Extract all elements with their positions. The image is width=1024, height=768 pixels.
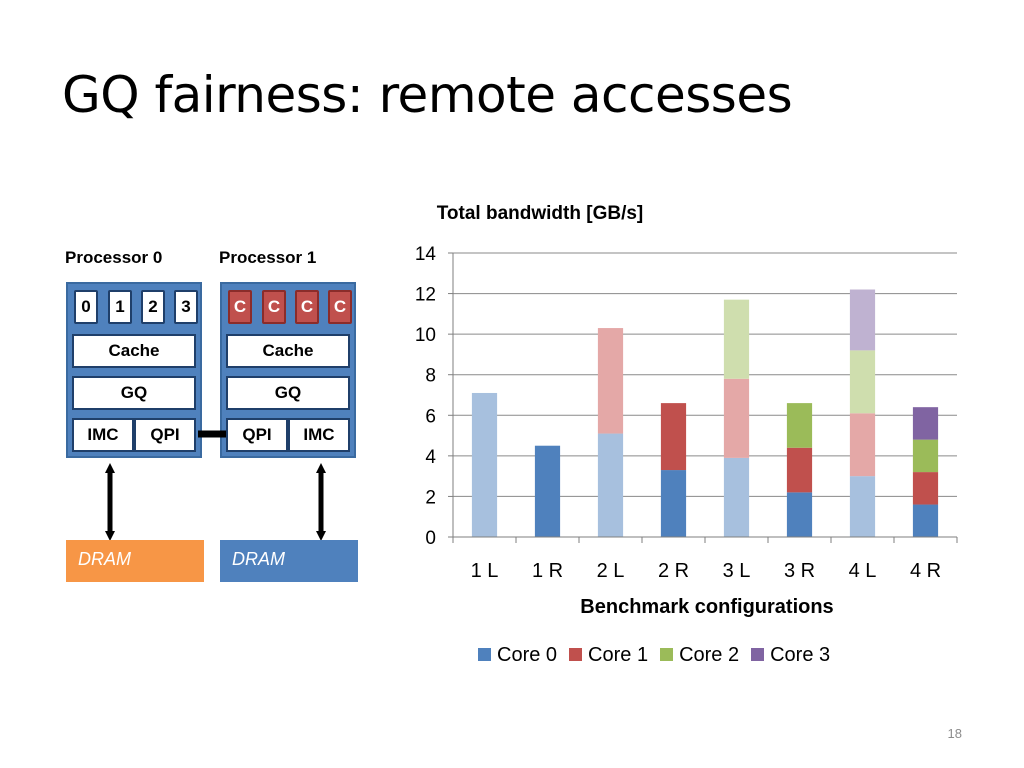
x-tick-label: 2 R	[658, 560, 689, 582]
remote-core-cell: C	[328, 290, 352, 324]
bar-segment	[723, 378, 750, 458]
x-tick-label: 3 R	[784, 560, 815, 582]
bar-segment	[660, 470, 687, 537]
processor-1-box: C C C C Cache GQ QPI IMC	[220, 282, 356, 458]
legend-label: Core 3	[770, 644, 831, 666]
cache-box: Cache	[72, 334, 196, 368]
dram-local: DRAM	[66, 540, 204, 582]
legend-item: Core 3	[751, 644, 830, 667]
legend-item: Core 1	[569, 644, 648, 667]
bar-segment	[912, 504, 939, 537]
bar-segment	[660, 403, 687, 471]
y-tick-label: 2	[425, 487, 436, 508]
cache-box: Cache	[226, 334, 350, 368]
legend-label: Core 2	[679, 644, 740, 666]
bar-segment	[912, 439, 939, 473]
remote-core-cell: C	[228, 290, 252, 324]
bar-segment	[786, 492, 813, 537]
bar-segment	[723, 299, 750, 379]
chart-legend: Core 0 Core 1 Core 2 Core 3	[478, 644, 842, 667]
dram-remote: DRAM	[220, 540, 358, 582]
slide-number: 18	[947, 726, 962, 741]
y-tick-label: 10	[415, 325, 436, 346]
x-tick-label: 1 L	[471, 560, 499, 582]
legend-swatch	[569, 648, 583, 661]
processor-0-box: 0 1 2 3 Cache GQ IMC QPI	[66, 282, 202, 458]
bar-segment	[597, 433, 624, 537]
x-tick-label: 1 R	[532, 560, 563, 582]
bar-segment	[849, 350, 876, 414]
x-tick-label: 3 L	[723, 560, 751, 582]
y-tick-label: 14	[415, 244, 437, 265]
x-axis-label: Benchmark configurations	[580, 596, 833, 618]
y-tick-label: 0	[425, 528, 436, 549]
x-tick-label: 4 R	[910, 560, 941, 582]
qpi-box: QPI	[226, 418, 288, 452]
processor-0-label: Processor 0	[65, 248, 163, 267]
y-tick-label: 6	[425, 406, 436, 427]
legend-item: Core 2	[660, 644, 739, 667]
legend-item: Core 0	[478, 644, 557, 667]
y-tick-label: 4	[425, 447, 436, 468]
bar-segment	[786, 447, 813, 493]
bar-segment	[723, 457, 750, 537]
bar-segment	[912, 472, 939, 505]
remote-core-cell: C	[262, 290, 286, 324]
bar-segment	[849, 413, 876, 477]
gq-box: GQ	[72, 376, 196, 410]
bar-segment	[912, 407, 939, 440]
x-tick-label: 2 L	[597, 560, 625, 582]
slide-title: GQ fairness: remote accesses	[62, 66, 793, 124]
bar-segment	[597, 328, 624, 434]
chart-title: Total bandwidth [GB/s]	[437, 203, 644, 224]
diagram-connectors	[105, 430, 326, 541]
bandwidth-chart: Total bandwidth [GB/s] Benchmark configu…	[415, 203, 958, 618]
core-1-cell: 1	[108, 290, 132, 324]
y-tick-label: 8	[425, 366, 436, 387]
imc-box: IMC	[72, 418, 134, 452]
processor-1-label: Processor 1	[219, 248, 317, 267]
x-tick-label: 4 L	[849, 560, 877, 582]
bar-segment	[786, 403, 813, 448]
qpi-box: QPI	[134, 418, 196, 452]
legend-swatch	[751, 648, 765, 661]
bar-segment	[849, 289, 876, 351]
imc-box: IMC	[288, 418, 350, 452]
bar-segment	[849, 476, 876, 537]
bar-segment	[471, 392, 498, 537]
y-tick-label: 12	[415, 285, 436, 306]
legend-swatch	[660, 648, 674, 661]
bar-segment	[534, 445, 561, 537]
legend-label: Core 1	[588, 644, 649, 666]
core-0-cell: 0	[74, 290, 98, 324]
gq-box: GQ	[226, 376, 350, 410]
legend-label: Core 0	[497, 644, 558, 666]
remote-core-cell: C	[295, 290, 319, 324]
legend-swatch	[478, 648, 491, 661]
core-2-cell: 2	[141, 290, 165, 324]
core-3-cell: 3	[174, 290, 198, 324]
